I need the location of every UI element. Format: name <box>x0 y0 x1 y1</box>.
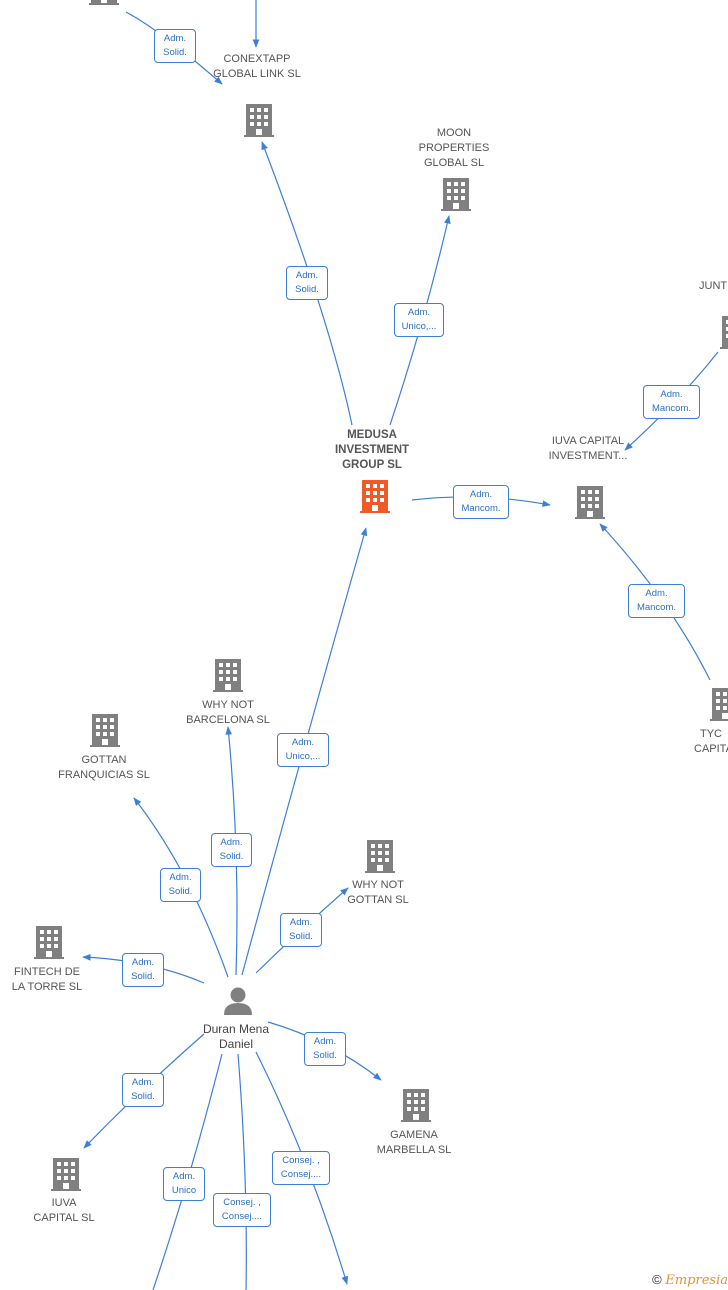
edge-label-tyc-iuva[interactable]: Adm. Mancom. <box>628 584 685 618</box>
edge-label-person-why-not-barcelona[interactable]: Adm. Solid. <box>211 833 252 867</box>
building-icon[interactable] <box>90 714 120 747</box>
building-icon[interactable] <box>89 0 119 5</box>
edge-label-medusa-conextapp[interactable]: Adm. Solid. <box>286 266 328 300</box>
edge-label-person-gottan[interactable]: Adm. Solid. <box>160 868 201 902</box>
node-label-medusa[interactable]: MEDUSA INVESTMENT GROUP SL <box>334 429 410 471</box>
edge-label-person-fintech[interactable]: Adm. Solid. <box>122 953 164 987</box>
edge-label-top-conextapp[interactable]: Adm. Solid. <box>154 29 196 63</box>
building-icon[interactable] <box>401 1089 431 1122</box>
node-label-iuva-investment[interactable]: IUVA CAPITAL INVESTMENT... <box>548 435 628 462</box>
building-icon[interactable] <box>710 688 728 721</box>
building-icon[interactable] <box>441 178 471 211</box>
footer-brand[interactable]: © Empresia <box>652 1272 728 1288</box>
building-icon[interactable] <box>34 926 64 959</box>
node-label-tyc[interactable]: TYC CAPITA <box>694 728 728 755</box>
node-label-iuva-capital[interactable]: IUVA CAPITAL SL <box>33 1197 95 1224</box>
building-icon[interactable] <box>244 104 274 137</box>
building-icon[interactable] <box>720 316 728 349</box>
building-icon[interactable] <box>575 486 605 519</box>
building-icon[interactable] <box>365 840 395 873</box>
edge-label-person-down-1[interactable]: Adm. Unico <box>163 1167 205 1201</box>
node-label-moon[interactable]: MOON PROPERTIES GLOBAL SL <box>418 127 490 169</box>
edge-label-person-why-not-gottan[interactable]: Adm. Solid. <box>280 913 322 947</box>
node-label-conextapp[interactable]: CONEXTAPP GLOBAL LINK SL <box>213 53 301 80</box>
node-label-gamena[interactable]: GAMENA MARBELLA SL <box>376 1129 452 1156</box>
edge-label-person-down-3[interactable]: Consej. , Consej.... <box>272 1151 330 1185</box>
node-label-person[interactable]: Duran Mena Daniel <box>202 1022 270 1051</box>
edge-person-down-2 <box>237 1053 247 1290</box>
node-label-why-not-gottan[interactable]: WHY NOT GOTTAN SL <box>347 879 409 906</box>
person-icon[interactable] <box>224 987 252 1016</box>
brand-name[interactable]: Empresia <box>665 1273 728 1288</box>
edge-label-person-down-2[interactable]: Consej. , Consej.... <box>213 1193 271 1227</box>
edge-label-person-gamena[interactable]: Adm. Solid. <box>304 1032 346 1066</box>
node-label-fintech[interactable]: FINTECH DE LA TORRE SL <box>11 966 83 993</box>
node-label-junt[interactable]: JUNT <box>699 280 728 292</box>
edge-label-medusa-iuva[interactable]: Adm. Mancom. <box>453 485 509 519</box>
edge-label-person-medusa[interactable]: Adm. Unico,... <box>277 733 329 767</box>
copyright-symbol: © <box>652 1272 662 1287</box>
edge-medusa-conextapp <box>261 141 353 426</box>
main-building-icon[interactable] <box>360 480 390 513</box>
edge-label-junt-iuva[interactable]: Adm. Mancom. <box>643 385 700 419</box>
building-icon[interactable] <box>213 659 243 692</box>
edge-label-medusa-moon[interactable]: Adm. Unico,... <box>394 303 444 337</box>
node-label-why-not-barcelona[interactable]: WHY NOT BARCELONA SL <box>186 699 270 726</box>
edge-label-person-iuva-capital[interactable]: Adm. Solid. <box>122 1073 164 1107</box>
node-label-gottan-franquicias[interactable]: GOTTAN FRANQUICIAS SL <box>58 754 150 781</box>
building-icon[interactable] <box>51 1158 81 1191</box>
